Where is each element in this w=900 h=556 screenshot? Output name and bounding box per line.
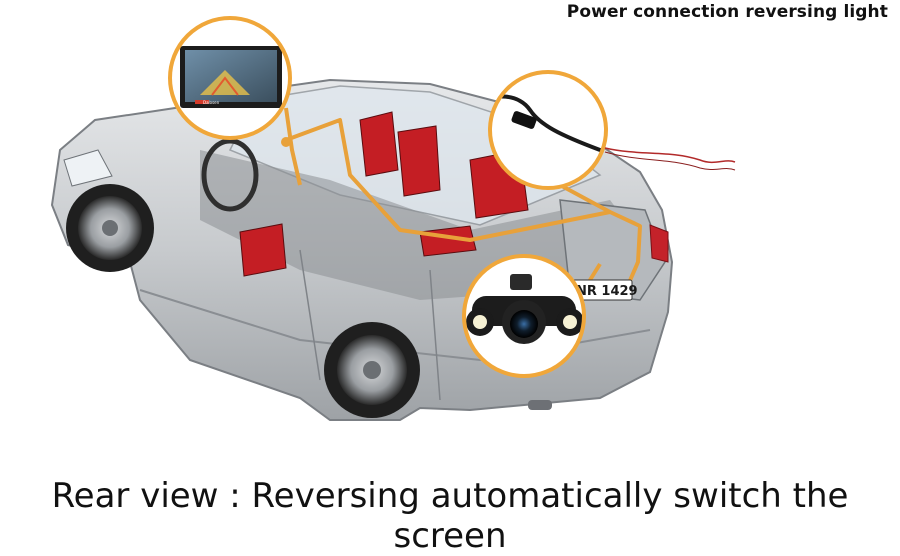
camera-lens <box>510 310 538 338</box>
front-wheel <box>66 184 154 272</box>
power-connection-caption: Power connection reversing light <box>566 2 888 22</box>
camera-callout <box>462 254 586 378</box>
license-plate: NR 1429 <box>569 279 638 301</box>
rear-wheel <box>324 322 420 418</box>
car-seats <box>239 111 529 277</box>
monitor-brand: Dalosen <box>203 100 220 105</box>
camera-led-left <box>473 315 487 329</box>
rear-view-caption: Rear view : Reversing automatically swit… <box>51 476 849 556</box>
car-installation-illustration: Dalosen NR 1429 <box>50 16 736 421</box>
plate-text: NR 1429 <box>576 284 638 299</box>
wire-junction-dot <box>281 137 291 147</box>
monitor-callout: Dalosen <box>168 16 292 140</box>
steering-wheel <box>201 138 259 212</box>
camera-led-right <box>563 315 577 329</box>
cable-callout <box>488 70 736 190</box>
